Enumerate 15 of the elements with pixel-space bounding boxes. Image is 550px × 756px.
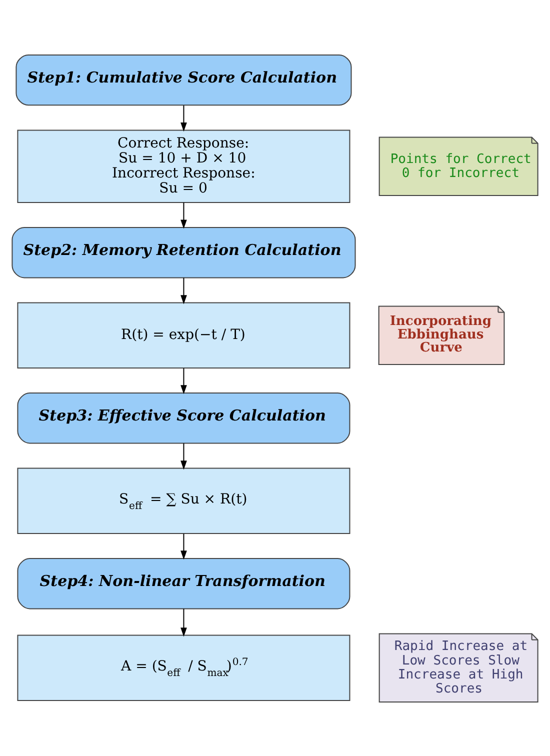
arrow (180, 442, 187, 470)
arrow (180, 368, 187, 394)
node-box: A = (S$_{eff}$ / S$_{max}$)$^{0.7}$ (17, 634, 350, 700)
node-box: Step4: Non-linear Transformation (17, 558, 350, 609)
node-box: Step2: Memory Retention Calculation (12, 226, 356, 278)
node-box: R(t) = exp(−t / T) (17, 302, 350, 368)
arrow (180, 277, 187, 304)
arrow (180, 533, 187, 560)
arrow (180, 608, 187, 636)
arrow (180, 104, 187, 132)
node-box: S$_{eff}$ = ∑ Su × R(t) (17, 467, 350, 534)
node-box: Step1: Cumulative Score Calculation (16, 54, 352, 106)
node-box: Step3: Effective Score Calculation (17, 392, 350, 444)
arrow (180, 202, 187, 228)
node-box: Correct Response: Su = 10 + D × 10 Incorrect Response: Su = 0 (17, 129, 350, 202)
